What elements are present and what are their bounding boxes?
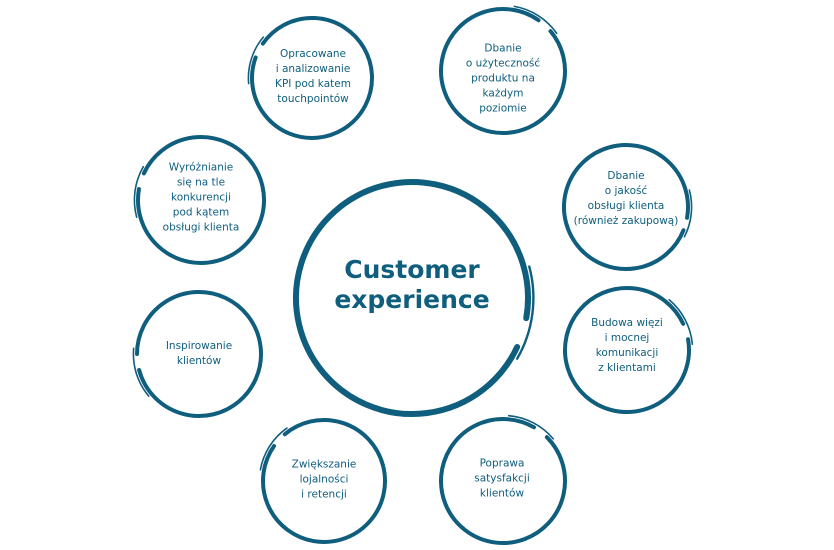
- node-label-inspiring: Inspirowanie klientów: [165, 340, 233, 367]
- node-inspiring-ring: [135, 290, 263, 418]
- node-differentiation-ring-tail: [133, 165, 145, 219]
- node-label-service-quality: Dbanie o jakość obsługi klienta (również…: [573, 170, 679, 227]
- node-label-loyalty: Zwiększanie lojalności i retencji: [291, 458, 357, 501]
- node-kpi-ring-tail: [247, 36, 265, 85]
- node-service-quality-ring-tail: [683, 189, 693, 238]
- node-label-usability: Dbanie o użyteczność produktu na każdym …: [465, 42, 541, 115]
- node-inspiring-ring-tail: [132, 347, 150, 397]
- node-satisfaction-ring: [439, 417, 567, 545]
- center-title: Customer experience: [334, 255, 490, 314]
- node-label-relationships: Budowa więzi i mocnej komunikacji z klie…: [591, 317, 663, 374]
- node-relationships-ring: [563, 286, 691, 414]
- node-label-differentiation: Wyróżnianie się na tle konkurencji pod k…: [162, 161, 240, 234]
- center-ring: [293, 179, 531, 417]
- node-satisfaction-ring-tail: [507, 414, 555, 440]
- center-ring-tail: [515, 265, 535, 360]
- node-relationships-ring-tail: [668, 298, 694, 346]
- node-label-kpi: Opracowane i analizowanie KPI pod katem …: [275, 48, 351, 105]
- node-service-quality-ring: [562, 143, 690, 271]
- node-usability-ring: [439, 7, 567, 135]
- node-differentiation-ring: [136, 135, 266, 265]
- node-loyalty-ring: [261, 418, 387, 544]
- node-loyalty-ring-tail: [259, 427, 288, 471]
- node-label-satisfaction: Poprawa satysfakcji klientów: [474, 457, 530, 500]
- node-kpi-ring: [250, 16, 374, 140]
- node-usability-ring-tail: [513, 5, 558, 35]
